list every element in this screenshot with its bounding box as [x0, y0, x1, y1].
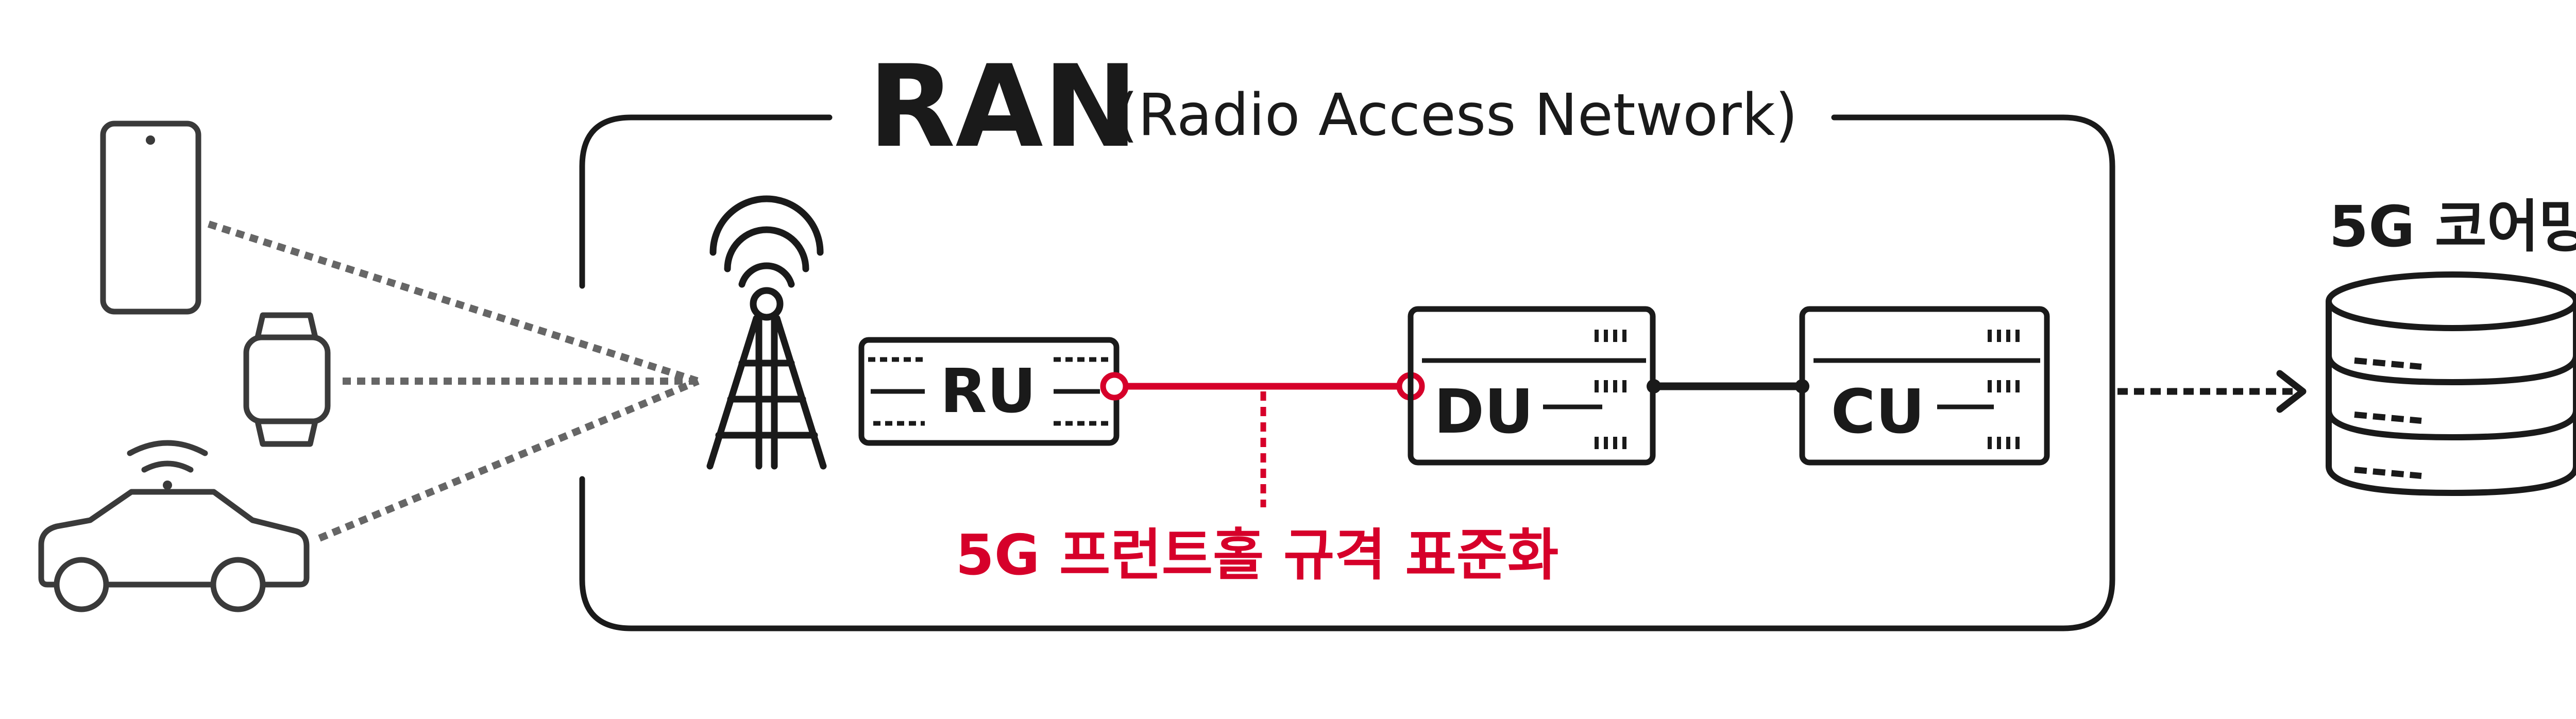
core-label: 5G 코어망 [2329, 194, 2576, 260]
du-label: DU [1434, 376, 1534, 447]
ru-label: RU [940, 355, 1037, 426]
ran-title: RAN [868, 41, 1138, 173]
cu-vents [1988, 330, 2020, 449]
ru-decor-lines [868, 357, 1110, 426]
cu-unit: CU [1799, 306, 2050, 466]
ran-subtitle: (Radio Access Network) [1115, 82, 1798, 149]
midhaul-link [1647, 379, 1809, 393]
du-decor-lines [1422, 358, 1646, 409]
core-database-icon [2326, 271, 2576, 497]
du-vents [1595, 330, 1626, 449]
ran-container [579, 114, 2115, 631]
smartwatch-icon [243, 312, 331, 447]
ru-unit: RU [858, 337, 1120, 446]
cu-decor-lines [1814, 358, 2040, 409]
core-link-arrow [2117, 370, 2307, 413]
ru-port [1100, 372, 1129, 401]
fronthaul-link [1100, 372, 1425, 507]
connected-car-icon [38, 440, 310, 612]
cu-label: CU [1831, 376, 1925, 447]
du-unit: DU [1408, 306, 1656, 466]
wireless-links [207, 220, 700, 542]
smartphone-icon [100, 121, 201, 315]
phone-link [207, 220, 700, 385]
antenna-tower-icon [706, 195, 827, 470]
car-link [318, 378, 700, 542]
fronthaul-label: 5G 프런트홀 규격 표준화 [956, 523, 1559, 588]
